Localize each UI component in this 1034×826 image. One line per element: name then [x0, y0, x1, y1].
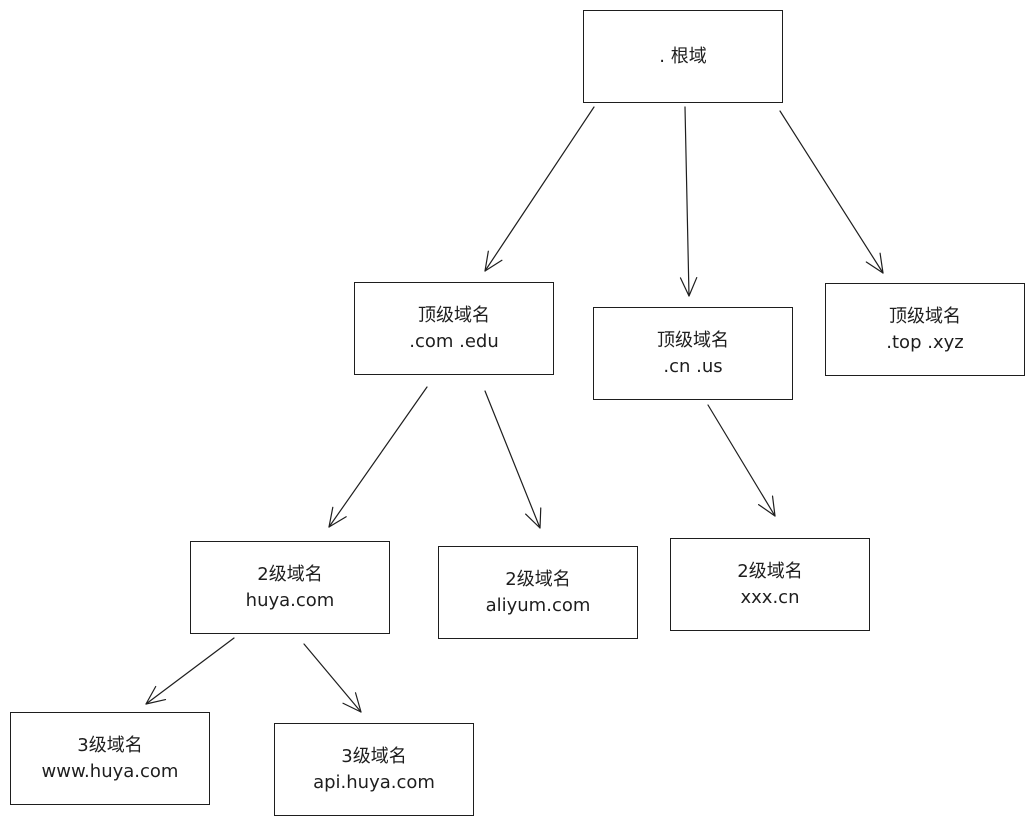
edge-sld_huya-to-www_huya [145, 637, 235, 705]
node-3ld-api-huya-domain: api.huya.com [313, 771, 435, 793]
node-sld-huya-title: 2级域名 [257, 563, 323, 585]
node-tld-cn-us: 顶级域名 .cn .us [593, 307, 793, 400]
node-tld-cn-us-domains: .cn .us [663, 355, 723, 377]
edge-line [684, 106, 690, 297]
node-3ld-www-huya: 3级域名 www.huya.com [10, 712, 210, 805]
node-3ld-api-huya: 3级域名 api.huya.com [274, 723, 474, 816]
arrowhead-icon [342, 692, 362, 713]
edge-tld_cn-to-sld_xxx [707, 404, 776, 517]
edge-root-to-tld_cn [679, 106, 698, 297]
arrowhead-icon [757, 495, 776, 517]
edge-tld_com-to-sld_huya [328, 386, 428, 528]
node-sld-aliyum: 2级域名 aliyum.com [438, 546, 638, 639]
node-3ld-www-huya-domain: www.huya.com [41, 760, 179, 782]
edge-line [779, 110, 884, 274]
node-sld-aliyum-domain: aliyum.com [485, 594, 591, 616]
arrowhead-icon [484, 250, 503, 272]
arrowhead-icon [525, 507, 542, 529]
edge-root-to-tld_top [779, 110, 884, 274]
edge-sld_huya-to-api_huya [303, 643, 362, 713]
node-sld-aliyum-title: 2级域名 [505, 568, 571, 590]
node-sld-xxx-cn-domain: xxx.cn [740, 586, 800, 608]
node-tld-top-xyz-title: 顶级域名 [889, 305, 961, 327]
node-tld-cn-us-title: 顶级域名 [657, 329, 729, 351]
edge-line [484, 390, 541, 529]
node-sld-huya: 2级域名 huya.com [190, 541, 390, 634]
node-3ld-api-huya-title: 3级域名 [341, 745, 407, 767]
node-sld-xxx-cn: 2级域名 xxx.cn [670, 538, 870, 631]
edge-root-to-tld_com [484, 106, 595, 272]
node-root-domain-label: . 根域 [659, 45, 707, 67]
arrowhead-icon [865, 252, 884, 274]
node-sld-xxx-cn-title: 2级域名 [737, 560, 803, 582]
edge-line [328, 386, 428, 528]
node-tld-com-edu-domains: .com .edu [409, 330, 499, 352]
node-tld-top-xyz-domains: .top .xyz [886, 331, 964, 353]
edge-line [303, 643, 362, 713]
edge-line [145, 637, 235, 705]
node-tld-com-edu: 顶级域名 .com .edu [354, 282, 554, 375]
node-tld-com-edu-title: 顶级域名 [418, 304, 490, 326]
arrowhead-icon [679, 276, 698, 297]
edge-line [707, 404, 776, 517]
arrowhead-icon [328, 506, 347, 528]
node-3ld-www-huya-title: 3级域名 [77, 734, 143, 756]
node-tld-top-xyz: 顶级域名 .top .xyz [825, 283, 1025, 376]
edge-line [484, 106, 595, 272]
node-sld-huya-domain: huya.com [245, 589, 335, 611]
arrowhead-icon [145, 685, 167, 705]
node-root-domain: . 根域 [583, 10, 783, 103]
edge-tld_com-to-sld_ali [484, 390, 542, 529]
